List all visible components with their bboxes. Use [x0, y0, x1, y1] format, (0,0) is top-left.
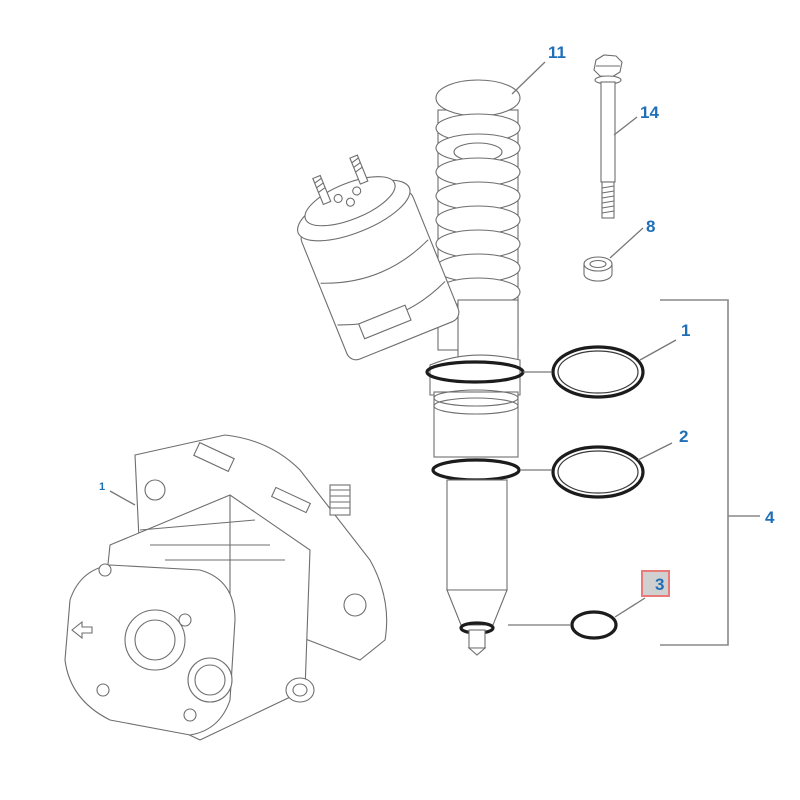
leader-1-oring [523, 339, 677, 373]
washer-part [583, 256, 613, 282]
bolt-part [593, 54, 623, 219]
kit-bracket [660, 299, 760, 646]
leader-14 [613, 116, 638, 136]
callout-2-oring[interactable]: 2 [679, 427, 689, 446]
leader-11 [511, 61, 546, 95]
leader-2-oring [520, 442, 673, 471]
callout-3-oring-highlighted[interactable]: 3 [641, 570, 671, 597]
leader-1-pump [109, 490, 136, 506]
pump-part [64, 434, 388, 741]
callout-14[interactable]: 14 [640, 103, 659, 122]
callout-8[interactable]: 8 [646, 217, 656, 236]
o-ring-3 [570, 610, 618, 640]
leader-8 [609, 227, 644, 259]
o-ring-1 [551, 345, 645, 399]
callout-1-oring[interactable]: 1 [681, 321, 691, 340]
callout-11[interactable]: 11 [548, 43, 566, 62]
callout-4-kit[interactable]: 4 [765, 508, 775, 527]
injector-part [297, 79, 525, 656]
callout-1-pump[interactable]: 1 [99, 481, 106, 493]
leader-3-oring [508, 597, 646, 626]
o-ring-2 [551, 445, 645, 499]
